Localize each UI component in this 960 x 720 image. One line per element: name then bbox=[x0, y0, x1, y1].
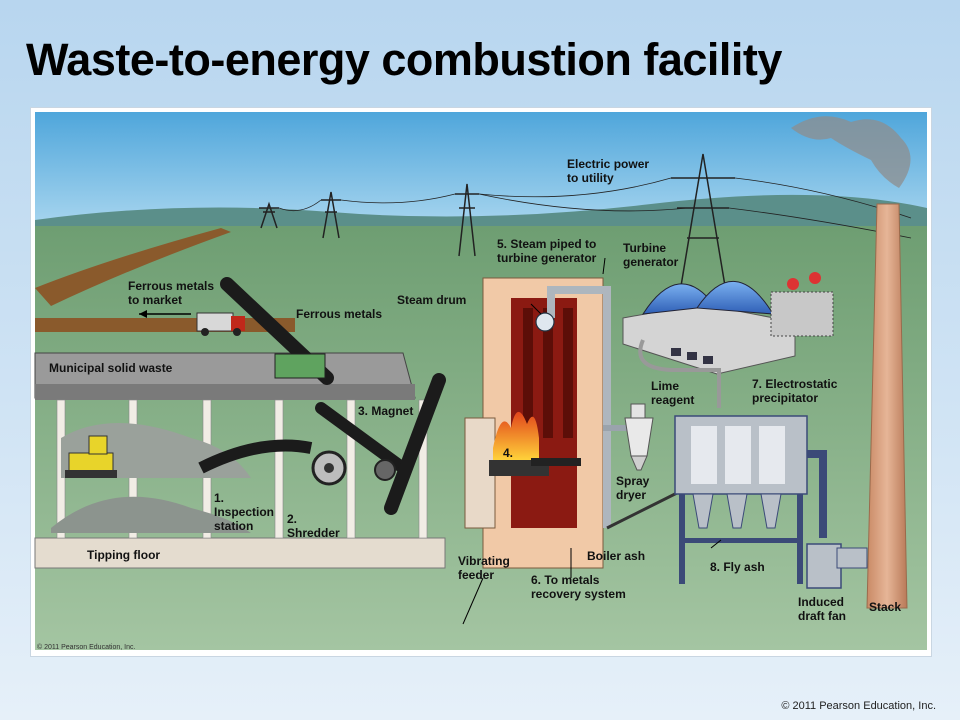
spray-dryer bbox=[624, 403, 654, 471]
label-magnet: 3. Magnet bbox=[358, 404, 414, 418]
label-shredder: 2. Shredder bbox=[287, 512, 340, 540]
slide-title: Waste-to-energy combustion facility bbox=[26, 34, 782, 85]
feed-conveyor-1 bbox=[198, 439, 313, 474]
label-metals-recovery: 6. To metals recovery system bbox=[531, 573, 626, 601]
shredder-hub bbox=[324, 463, 334, 473]
bulldozer bbox=[65, 435, 117, 478]
steam-pipe bbox=[547, 286, 611, 528]
stack bbox=[866, 203, 908, 609]
label-induced-draft-fan: Induced draft fan bbox=[798, 595, 846, 623]
road bbox=[35, 228, 231, 306]
furnace-fire bbox=[493, 411, 539, 460]
label-furnace: 4. bbox=[503, 446, 514, 460]
turbine-building bbox=[622, 272, 834, 375]
electrostatic-precipitator bbox=[674, 415, 808, 584]
label-tipping-floor: Tipping floor bbox=[87, 548, 161, 562]
copyright-footer: © 2011 Pearson Education, Inc. bbox=[781, 700, 936, 712]
label-steam-piped: 5. Steam piped to turbine generator bbox=[497, 237, 597, 265]
label-stack: Stack bbox=[869, 600, 902, 614]
lime-line bbox=[638, 339, 721, 408]
label-turbine-generator: Turbine generator bbox=[623, 241, 679, 269]
induced-draft-fan bbox=[806, 543, 842, 589]
label-vibrating-feeder: Vibrating feeder bbox=[458, 554, 510, 582]
diagram-frame: Electric power to utility 5. Steam piped… bbox=[30, 107, 932, 657]
roof-opening bbox=[274, 353, 326, 379]
label-lime-reagent: Lime reagent bbox=[651, 379, 695, 407]
label-ferrous-to-market: Ferrous metals to market bbox=[128, 279, 215, 307]
boiler-building bbox=[464, 277, 604, 569]
transmission-towers bbox=[259, 153, 735, 299]
label-electric-power: Electric power to utility bbox=[567, 157, 650, 185]
feed-conveyor-3 bbox=[384, 373, 446, 515]
waste-pile-2 bbox=[51, 496, 251, 533]
fan-duct bbox=[807, 450, 827, 538]
magnet-drum bbox=[374, 459, 396, 481]
label-municipal-solid-waste: Municipal solid waste bbox=[49, 361, 173, 375]
label-steam-drum: Steam drum bbox=[397, 293, 467, 307]
label-spray-dryer: Spray dryer bbox=[616, 474, 650, 502]
steam-drum bbox=[535, 312, 555, 332]
facility-illustration bbox=[34, 112, 927, 650]
dump-truck bbox=[196, 312, 245, 336]
copyright-inner: © 2011 Pearson Education, Inc. bbox=[37, 644, 136, 651]
label-ferrous-metals: Ferrous metals bbox=[296, 307, 383, 321]
label-fly-ash: 8. Fly ash bbox=[710, 560, 765, 574]
label-boiler-ash: Boiler ash bbox=[587, 549, 646, 563]
label-inspection-station: 1. Inspection station bbox=[214, 491, 275, 533]
label-electrostatic-precipitator: 7. Electrostatic precipitator bbox=[752, 377, 838, 405]
stack-smoke bbox=[791, 116, 911, 188]
feed-conveyor-2 bbox=[315, 402, 409, 474]
tipping-floor-slab bbox=[34, 537, 446, 569]
